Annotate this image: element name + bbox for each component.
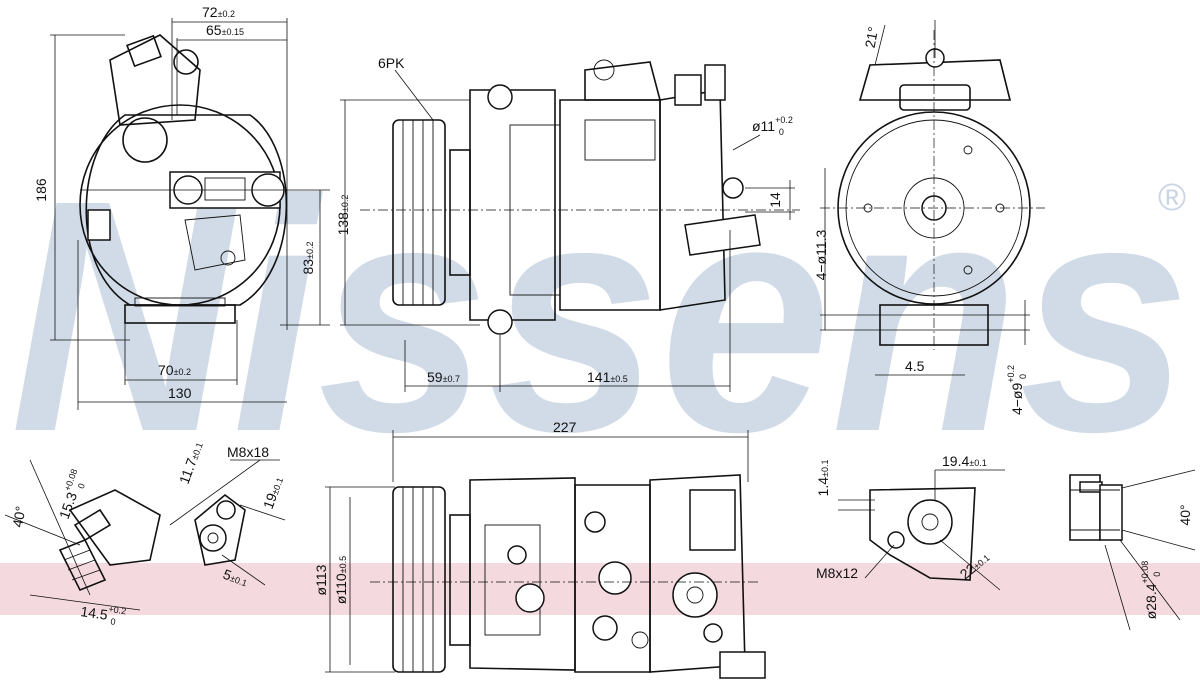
dim-6pk: 6PK <box>378 55 405 71</box>
dim-m8x12: M8x12 <box>816 565 858 581</box>
dim-227: 227 <box>553 419 577 435</box>
angle-21: 21° <box>862 25 881 49</box>
dim-1-4: 1.4±0.1 <box>815 460 831 497</box>
dim-phi110: ø110±0.5 <box>333 556 349 604</box>
dim-130: 130 <box>168 385 192 401</box>
angle-40-right: 40° <box>1177 504 1193 525</box>
dim-4-5: 4.5 <box>905 358 925 374</box>
dim-phi113: ø113 <box>313 564 329 595</box>
angle-40-left: 40° <box>9 505 28 529</box>
dim-186: 186 <box>33 178 49 202</box>
dim-138: 138±0.2 <box>335 195 351 236</box>
dim-19-4: 19.4±0.1 <box>942 453 987 469</box>
dim-4x-phi11-3: 4−ø11.3 <box>813 229 829 280</box>
dim-70: 70±0.2 <box>158 362 191 378</box>
dim-83: 83±0.2 <box>300 241 316 274</box>
dim-m8x18: M8x18 <box>227 444 269 460</box>
watermark-registered-mark: ® <box>1158 177 1186 219</box>
dim-72: 72±0.2 <box>202 4 235 20</box>
view-bottom: 227 ø113 ø110±0.5 <box>313 419 766 679</box>
view-fitting-left: 40° 15.3+0.080 14.5+0.20 <box>4 459 161 628</box>
dim-141: 141±0.5 <box>587 369 628 385</box>
dim-14: 14 <box>767 192 783 208</box>
dim-65: 65±0.15 <box>206 22 244 38</box>
view-front: 72±0.2 65±0.15 186 83±0.2 70±0.2 130 <box>33 4 330 410</box>
dim-59: 59±0.7 <box>427 369 460 385</box>
dim-14-5: 14.5+0.20 <box>79 600 127 628</box>
